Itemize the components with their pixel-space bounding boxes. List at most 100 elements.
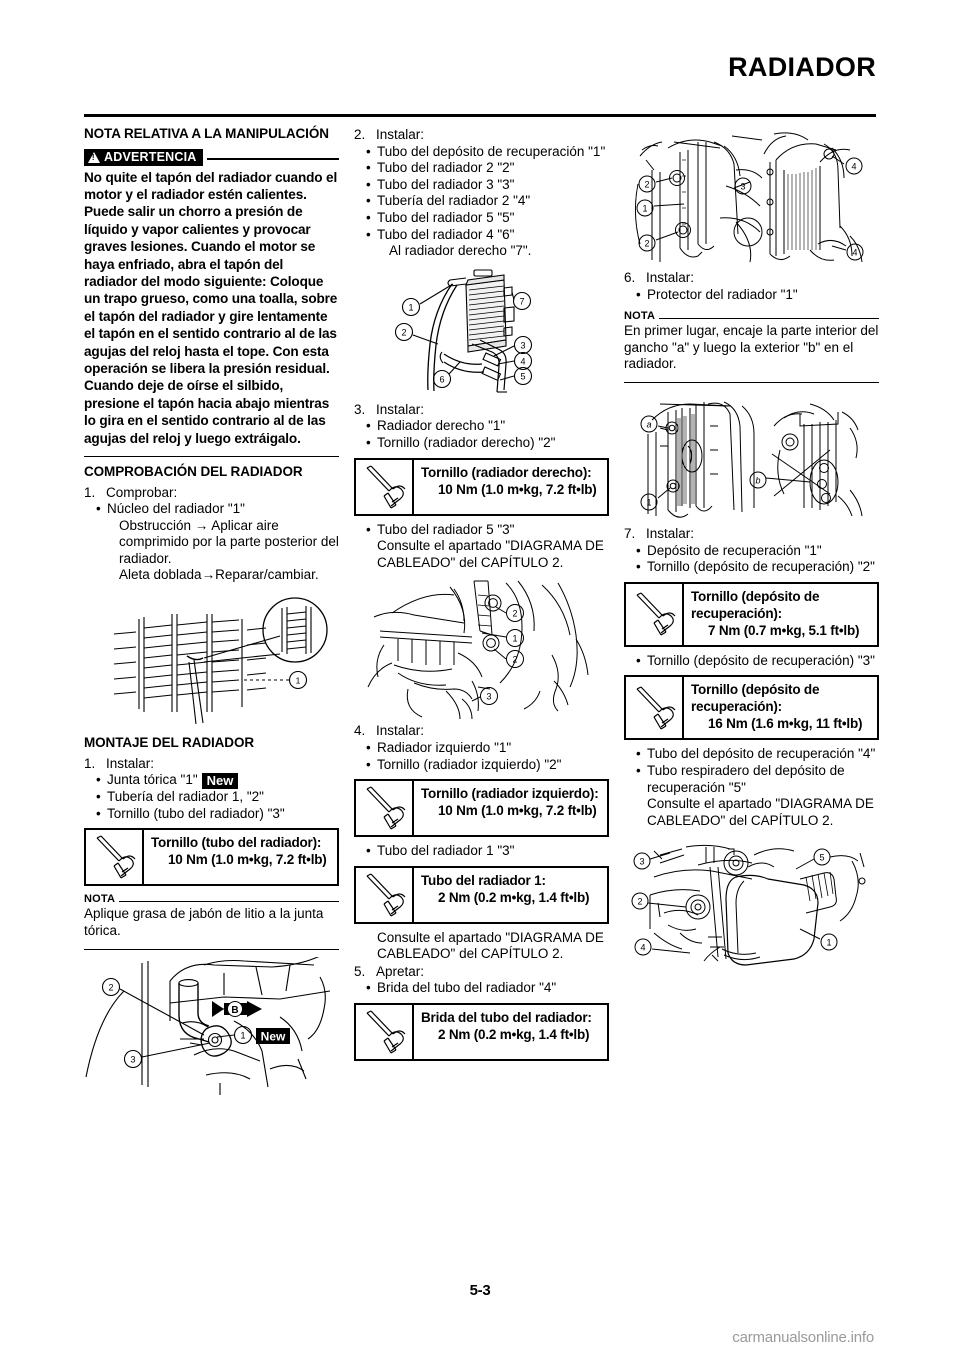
bullet-continuation: Consulte el apartado "DIAGRAMA DE CABLEA… [377,538,604,570]
bullet-dot: • [366,739,371,755]
assembly-section-title: MONTAJE DEL RADIADOR [84,735,255,751]
step-number: 4. [354,723,366,739]
bullet-dot: • [96,789,101,805]
bullet-dot: • [366,176,371,192]
bullet-item: •Tubo del radiador 4 "6" [366,227,609,244]
page-number: 5-3 [469,1282,491,1299]
bullet-continuation: Obstrucción → Aplicar aire comprimido po… [119,517,339,566]
warning-triangle-icon [88,151,100,163]
bullet-dot: • [366,756,371,772]
svg-text:4: 4 [640,943,645,953]
step-1-check: 1. Comprobar: [84,485,339,502]
warning-label: ADVERTENCIA [104,150,197,164]
svg-text:a: a [646,419,651,429]
step-label: Instalar: [376,723,425,739]
svg-text:B: B [231,1005,238,1016]
bullet-text: Tubo del radiador 1 "3" [377,843,515,859]
bullet-text: Radiador izquierdo "1" [377,739,512,755]
note-label: NOTA [624,310,656,323]
torque-spec-text: Tornillo (depósito de recuperación): 7 N… [684,584,877,645]
bullet-dot: • [636,746,641,762]
step-number: 1. [84,755,96,771]
torque-spec-box: Tornillo (radiador derecho): 10 Nm (1.0 … [354,457,609,516]
svg-text:5: 5 [819,853,824,863]
spec-name: Tornillo (depósito de recuperación): [691,682,820,715]
bullet-item: •Protector del radiador "1" [636,287,879,304]
warning-badge: ADVERTENCIA [84,148,204,166]
bullet-dot: • [366,521,371,537]
spec-value: 2 Nm (0.2 m•kg, 1.4 ft•lb) [438,889,590,905]
svg-text:5: 5 [520,371,525,381]
bullet-item: •Tubo del depósito de recuperación "1" [366,144,609,161]
svg-text:1: 1 [642,204,647,214]
step-6: 6. Instalar: [624,270,879,287]
middle-column: 2. Instalar: •Tubo del depósito de recup… [354,126,609,1067]
spec-name: Tornillo (radiador izquierdo): [421,786,599,802]
fig-guard-hooks: a b 1 [624,390,879,522]
torque-spec-text: Brida del tubo del radiador: 2 Nm (0.2 m… [414,1005,607,1059]
bullet-dot: • [636,286,641,302]
bullet-item: •Depósito de recuperación "1" [636,543,879,560]
bullet-text: Tubería del radiador 2 "4" [377,193,531,209]
step-number: 2. [354,127,366,142]
svg-text:1: 1 [296,676,301,686]
step-label: Instalar: [646,270,695,285]
bullet-item: • Núcleo del radiador "1" [96,501,339,518]
svg-text:2: 2 [108,982,113,992]
bullet-item: •Tornillo (radiador derecho) "2" [366,435,609,452]
torque-wrench-icon [626,583,684,645]
warning-rule [207,158,339,160]
step-number: 5. [354,963,366,979]
spec-value: 10 Nm (1.0 m•kg, 7.2 ft•lb) [438,481,597,497]
svg-text:2: 2 [644,239,649,249]
fig-right-radiator: 2 1 2 3 [354,579,609,720]
bullet-dot: • [366,193,371,209]
torque-wrench-icon [356,781,414,836]
svg-text:2: 2 [644,180,649,190]
note-header: NOTA [84,893,339,905]
note-header: NOTA [624,310,879,322]
spec-name: Tornillo (depósito de recuperación): [691,588,820,621]
svg-text:4: 4 [520,356,525,366]
svg-text:3: 3 [520,340,525,350]
bullet-item: •Tubo del radiador 5 "5" [366,210,609,227]
bullet-item: • Tornillo (tubo del radiador) "3" [96,806,339,823]
bullet-dot: • [366,209,371,225]
bullet-item: •Tubo del radiador 2 "2" [366,160,609,177]
torque-wrench-icon [86,830,144,885]
fig-guard-pair: 2 1 2 3 4 4 [624,126,879,266]
note-label: NOTA [84,893,116,906]
torque-spec-text: Tornillo (radiador izquierdo): 10 Nm (1.… [414,781,607,835]
bullet-text: Tubo respiradero del depósito de recuper… [647,762,845,795]
bullet-item: •Radiador derecho "1" [366,418,609,435]
bullet-item: • Tornillo (depósito de recuperación) "2" [636,559,879,576]
divider [84,456,339,457]
svg-text:3: 3 [740,182,745,192]
bullet-item: • Junta tórica "1"New [96,772,339,790]
page-title: RADIADOR [728,52,876,82]
divider [84,948,339,950]
step-4: 4. Instalar: [354,723,609,740]
fig-oring-pipe: B New 2 3 1 [84,956,339,1097]
bullet-item: •Tornillo (radiador izquierdo) "2" [366,757,609,774]
bullet-item: •Brida del tubo del radiador "4" [366,980,609,997]
spec-value: 2 Nm (0.2 m•kg, 1.4 ft•lb) [438,1027,590,1043]
svg-text:1: 1 [408,302,413,312]
torque-spec-text: Tubo del radiador 1: 2 Nm (0.2 m•kg, 1.4… [414,868,607,922]
bullet-text: Tornillo (depósito de recuperación) "2" [647,559,875,575]
bullet-item: •Tornillo (depósito de recuperación) "3" [636,653,879,670]
bullet-dot: • [366,843,371,859]
bullet-dot: • [366,980,371,996]
bullet-text: Tubo del radiador 3 "3" [377,176,515,192]
step-reference: Consulte el apartado "DIAGRAMA DE CABLEA… [377,929,604,962]
left-column: NOTA RELATIVA A LA MANIPULACIÓN ADVERTEN… [84,126,339,1097]
torque-spec-box: Tornillo (tubo del radiador): 10 Nm (1.0… [84,828,339,887]
fig-reservoir: 3 2 4 5 1 [624,837,879,967]
bullet-text: Tubo del radiador 4 "6" [377,226,515,242]
torque-spec-box: Tubo del radiador 1: 2 Nm (0.2 m•kg, 1.4… [354,865,609,924]
bullet-label: Junta tórica "1" [107,772,198,788]
svg-text:New: New [261,1029,286,1043]
step-3: 3. Instalar: [354,402,609,419]
bullet-dot: • [636,559,641,575]
